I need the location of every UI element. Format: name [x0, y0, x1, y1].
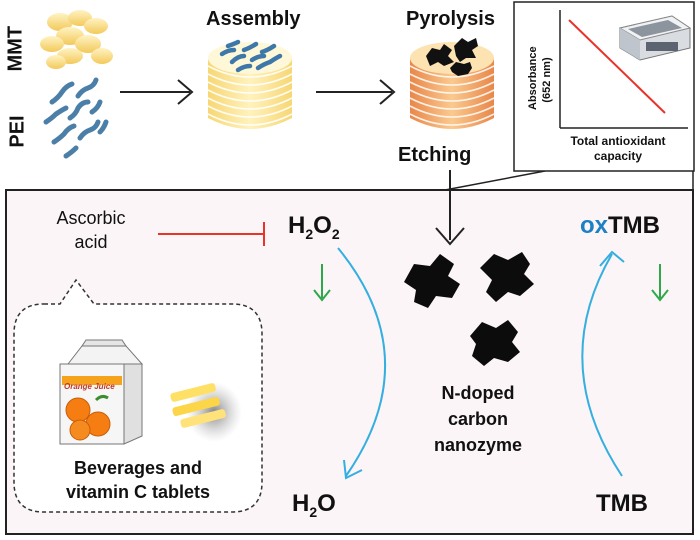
- tmb-label: TMB: [596, 490, 648, 517]
- pyrolysis-stack-icon: [409, 38, 495, 129]
- spectrophotometer-icon: [618, 15, 692, 61]
- mmt-label: MMT: [4, 25, 27, 72]
- inset-y-label: Absorbance(652 nm): [527, 46, 553, 110]
- tmb-reduce-arrow: [651, 264, 669, 302]
- h2o2-label: H2O2: [288, 212, 340, 242]
- process-arrow-1: [120, 79, 194, 105]
- etching-label: Etching: [398, 144, 472, 166]
- h2o2-to-h2o-curve: [337, 247, 387, 480]
- juice-carton-icon: [59, 339, 144, 445]
- pei-label: PEI: [6, 115, 29, 148]
- assembly-label: Assembly: [206, 8, 301, 30]
- inhibition-line: [158, 222, 265, 246]
- tmb-to-oxtmb-curve: [581, 250, 625, 477]
- inset-trend-line: [568, 19, 666, 114]
- pei-polymer-icon: [43, 77, 109, 159]
- h2o2-reduce-arrow: [313, 264, 331, 302]
- pyrolysis-label: Pyrolysis: [406, 8, 495, 30]
- h2o-label: H2O: [292, 490, 336, 520]
- oxtmb-label: oxTMB: [580, 212, 660, 239]
- assembly-stack-icon: [207, 39, 293, 129]
- vitamin-tablets-icon: [170, 382, 242, 442]
- mmt-clay-icon: [40, 10, 113, 69]
- process-arrow-2: [316, 79, 396, 105]
- carton-label: Orange Juice: [64, 382, 115, 391]
- inset-plot: [513, 1, 695, 172]
- nanozyme-particles: [404, 252, 534, 366]
- etching-arrow: [435, 170, 465, 246]
- inset-callout: [444, 170, 694, 191]
